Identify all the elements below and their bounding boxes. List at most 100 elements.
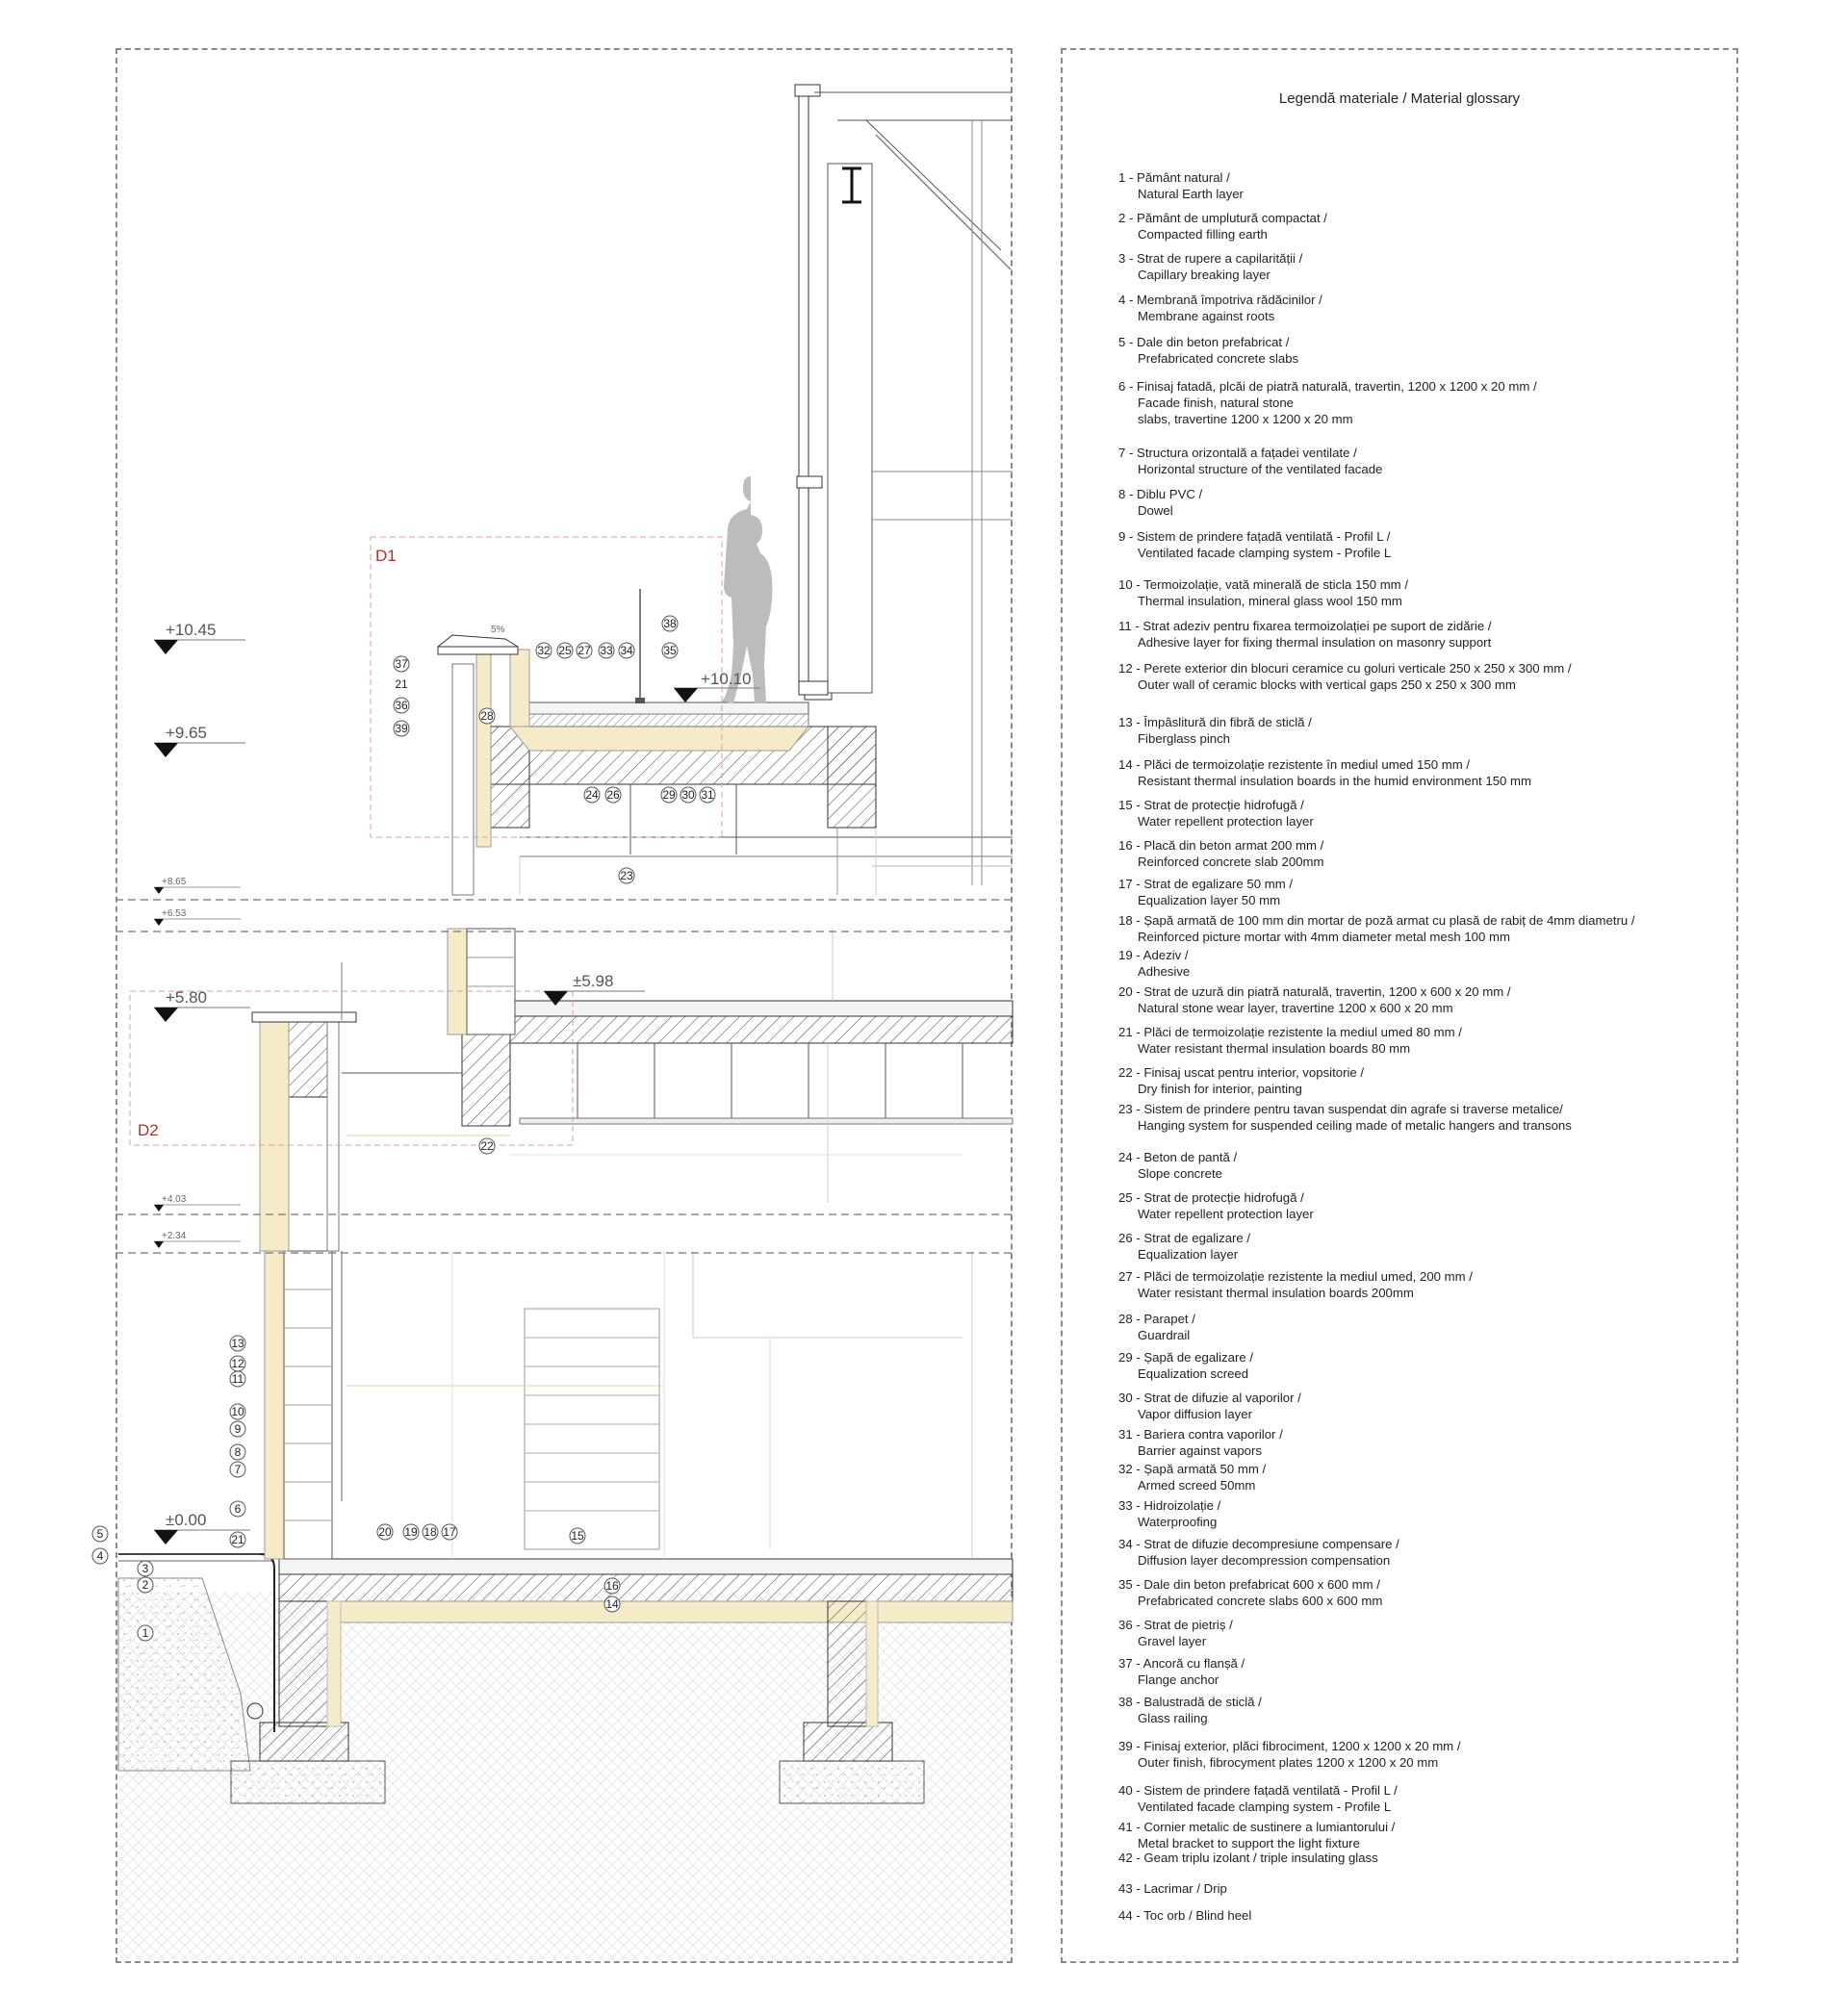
tag-24: 24: [585, 788, 599, 802]
material-tag: 8: [229, 1443, 246, 1461]
tag-34: 34: [620, 644, 633, 657]
legend-item-ro: 15 - Strat de protecție hidrofugă /: [1118, 798, 1304, 812]
legend-item-en: Slope concrete: [1138, 1166, 1222, 1181]
glazing-structure: [794, 84, 1013, 885]
legend-item-en: Natural Earth layer: [1138, 187, 1244, 201]
slope-label: 5%: [491, 625, 505, 635]
material-tag: 32: [535, 642, 552, 659]
legend-item-ro: 37 - Ancoră cu flanșă /: [1118, 1656, 1245, 1671]
first-floor-slab: [251, 962, 1014, 1252]
tag-13: 13: [231, 1337, 244, 1350]
roof-slab: [437, 589, 1013, 896]
legend-item-en: Facade finish, natural stone: [1138, 396, 1295, 410]
legend-item-ro: 33 - Hidroizolație /: [1118, 1498, 1221, 1513]
tag-29: 29: [662, 788, 676, 802]
legend-item: 27 - Plăci de termoizolație rezistente l…: [1118, 1268, 1725, 1301]
legend-item-en: Barrier against vapors: [1138, 1443, 1263, 1458]
ground-zone: [117, 1577, 1012, 1960]
legend-item-en: Flange anchor: [1138, 1672, 1219, 1687]
tag-22: 22: [480, 1139, 494, 1153]
legend-item-ro: 42 - Geam triplu izolant / triple insula…: [1118, 1851, 1378, 1865]
material-tag: 25: [556, 642, 574, 659]
tag-4: 4: [97, 1549, 104, 1563]
legend-item-en: Water repellent protection layer: [1138, 1207, 1314, 1221]
material-tag: 37: [393, 655, 410, 673]
material-tag: 15: [569, 1527, 586, 1544]
legend-item-en: Guardrail: [1138, 1328, 1191, 1342]
legend-item-ro: 13 - Împâslitură din fibră de sticlă /: [1118, 715, 1312, 729]
legend-item-en: Thermal insulation, mineral glass wool 1…: [1138, 594, 1402, 608]
legend-item: 1 - Pământ natural /Natural Earth layer: [1118, 169, 1725, 202]
legend-item-en: Water resistant thermal insulation board…: [1138, 1041, 1411, 1056]
material-tag: 24: [583, 786, 601, 804]
legend-item-ro: 43 - Lacrimar / Drip: [1118, 1881, 1227, 1896]
legend-item-ro: 38 - Balustradă de sticlă /: [1118, 1695, 1262, 1709]
wall-section-drawing: D1 D2 +10.45 +9.65 +10.10 +8.65: [91, 84, 1014, 1960]
legend-item-en: Reinforced concrete slab 200mm: [1138, 855, 1324, 869]
tag-8: 8: [235, 1445, 242, 1459]
material-tag: 6: [229, 1500, 246, 1518]
legend-item: 36 - Strat de pietriș /Gravel layer: [1118, 1617, 1725, 1649]
legend-item: 17 - Strat de egalizare 50 mm /Equalizat…: [1118, 876, 1725, 908]
legend-item-en: Capillary breaking layer: [1138, 268, 1270, 282]
material-tag: 1: [137, 1624, 154, 1642]
legend-item-en: Equalization layer: [1138, 1247, 1239, 1262]
legend-item: 31 - Bariera contra vaporilor /Barrier a…: [1118, 1426, 1725, 1459]
section-breaks: [116, 899, 1013, 1254]
legend-item-en: Metal bracket to support the light fixtu…: [1138, 1836, 1360, 1851]
material-tag: 13: [229, 1335, 246, 1352]
legend-item-ro: 44 - Toc orb / Blind heel: [1118, 1908, 1252, 1923]
legend-item-en: Membrane against roots: [1138, 309, 1275, 323]
tag-32: 32: [537, 644, 551, 657]
tag-31: 31: [701, 788, 714, 802]
level-000: ±0.00: [166, 1511, 206, 1529]
legend-item-en: Waterproofing: [1138, 1515, 1218, 1529]
legend-item-ro: 4 - Membrană împotriva rădăcinilor /: [1118, 293, 1322, 307]
legend-item: 7 - Structura orizontală a fațadei venti…: [1118, 445, 1725, 477]
legend-item: 23 - Sistem de prindere pentru tavan sus…: [1118, 1101, 1725, 1134]
legend-item: 15 - Strat de protecție hidrofugă /Water…: [1118, 797, 1725, 830]
legend-item-ro: 11 - Strat adeziv pentru fixarea termoiz…: [1118, 619, 1492, 633]
level-marker: +5.80: [154, 988, 250, 1022]
material-tag: 9: [229, 1420, 246, 1438]
material-tag: 16: [603, 1577, 621, 1595]
material-tag: 14: [603, 1595, 621, 1613]
legend-item: 42 - Geam triplu izolant / triple insula…: [1118, 1850, 1725, 1866]
legend-item-ro: 3 - Strat de rupere a capilarității /: [1118, 251, 1303, 266]
legend-item-ro: 24 - Beton de pantă /: [1118, 1150, 1238, 1164]
legend-item-en: Equalization screed: [1138, 1366, 1249, 1381]
legend-item-ro: 35 - Dale din beton prefabricat 600 x 60…: [1118, 1577, 1380, 1592]
legend-item: 4 - Membrană împotriva rădăcinilor / Memb…: [1118, 292, 1725, 324]
legend-item-en: Water resistant thermal insulation board…: [1138, 1286, 1414, 1300]
material-tag: 19: [402, 1523, 420, 1541]
level-marker: +2.34: [154, 1231, 241, 1248]
tag-1: 1: [142, 1626, 149, 1640]
level-marker: ±5.98: [544, 972, 645, 1006]
legend-item-ro: 36 - Strat de pietriș /: [1118, 1618, 1233, 1632]
legend-item: 20 - Strat de uzură din piatră naturală,…: [1118, 983, 1725, 1016]
tag-19: 19: [404, 1525, 418, 1539]
legend-item-en: Dowel: [1138, 503, 1173, 518]
exterior-wall-middle: [447, 928, 834, 1035]
material-tag: 23: [618, 867, 635, 884]
material-tag: 33: [598, 642, 615, 659]
legend-item-ro: 28 - Parapet /: [1118, 1312, 1195, 1326]
tag-18: 18: [424, 1525, 437, 1539]
material-tag: 11: [229, 1370, 246, 1388]
legend-item-en: Prefabricated concrete slabs: [1138, 351, 1299, 366]
level-234: +2.34: [162, 1231, 187, 1241]
material-tag: 22: [478, 1137, 496, 1155]
legend-item-en: Diffusion layer decompression compensati…: [1138, 1553, 1391, 1568]
legend-item: 44 - Toc orb / Blind heel: [1118, 1907, 1725, 1924]
level-580: +5.80: [166, 988, 207, 1007]
level-marker: +6.53: [154, 908, 241, 926]
tag-7: 7: [235, 1463, 242, 1476]
legend-item: 25 - Strat de protecție hidrofugă /Water…: [1118, 1189, 1725, 1222]
legend-item-en: Armed screed 50mm: [1138, 1478, 1256, 1493]
legend-item-en: Dry finish for interior, painting: [1138, 1082, 1302, 1096]
level-marker: +4.03: [154, 1194, 241, 1212]
legend-item-en: Ventilated facade clamping system - Prof…: [1138, 1800, 1392, 1814]
legend-item: 22 - Finisaj uscat pentru interior, vops…: [1118, 1064, 1725, 1097]
detail-boxes: D1 D2: [129, 536, 723, 1146]
ground-floor-slab: [118, 1553, 1014, 1732]
